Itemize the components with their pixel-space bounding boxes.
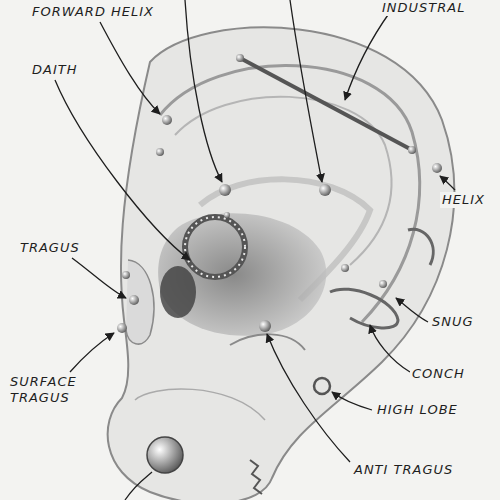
piercing-label: FORWARD HELIX xyxy=(30,4,156,20)
piercing-label: INDUSTRAL xyxy=(380,0,467,16)
piercing-label: SURFACE TRAGUS xyxy=(8,374,102,407)
piercing-label: HIGH LOBE xyxy=(375,402,460,418)
piercing-label: SNUG xyxy=(430,314,476,330)
piercing-label: TRAGUS xyxy=(18,240,82,256)
piercing-label: DAITH xyxy=(30,62,79,78)
piercing-label: HELIX xyxy=(440,192,487,208)
piercing-label: CONCH xyxy=(410,366,467,382)
piercing-label: ANTI TRAGUS xyxy=(352,462,455,478)
